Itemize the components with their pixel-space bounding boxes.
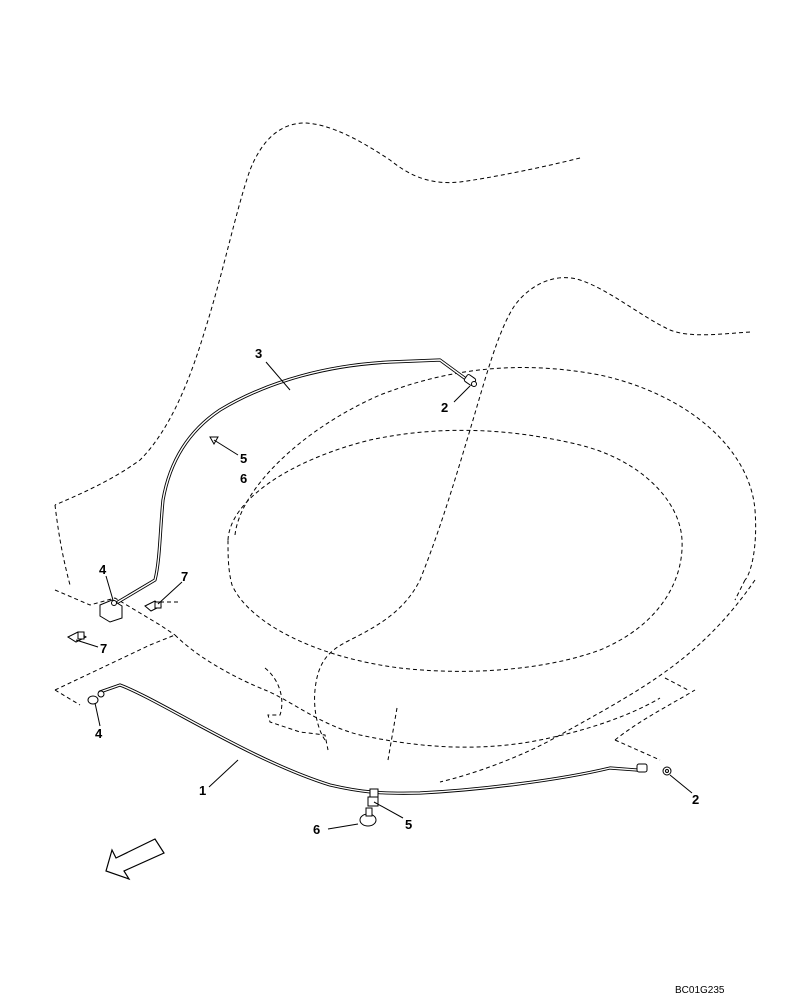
- callout-7-upper: 7: [181, 569, 188, 584]
- fitting-7-upper: [144, 600, 162, 612]
- callout-6-upper: 6: [240, 471, 247, 486]
- pipe-3: [116, 358, 472, 604]
- callout-6-lower: 6: [313, 822, 320, 837]
- callout-7-lower: 7: [100, 641, 107, 656]
- bolt-6: [359, 807, 377, 827]
- leader-lines: [75, 361, 693, 830]
- fitting-2-lower: [636, 763, 672, 776]
- front-direction-arrow-icon: [105, 838, 165, 881]
- frame-outline: [54, 122, 757, 783]
- clamp-5-lower: [367, 788, 379, 807]
- fitting-7-lower: [66, 631, 88, 643]
- tee-block-4: [99, 599, 123, 623]
- callout-5-lower: 5: [405, 817, 412, 832]
- callout-2-upper: 2: [441, 400, 448, 415]
- fittings: [66, 374, 672, 827]
- fitting-2-upper: [463, 374, 477, 387]
- callout-1: 1: [199, 783, 206, 798]
- callout-4-lower: 4: [95, 726, 103, 741]
- callout-4-upper: 4: [99, 562, 107, 577]
- drawing-code: BC01G235: [675, 985, 725, 996]
- callout-2-lower: 2: [692, 792, 699, 807]
- callout-3: 3: [255, 346, 262, 361]
- fitting-4-lower: [87, 690, 105, 705]
- pipe-1: [98, 683, 639, 795]
- callout-5-upper: 5: [240, 451, 247, 466]
- callouts: 3 2 5 6 4 7 7 4 1 5 6 2: [95, 346, 699, 837]
